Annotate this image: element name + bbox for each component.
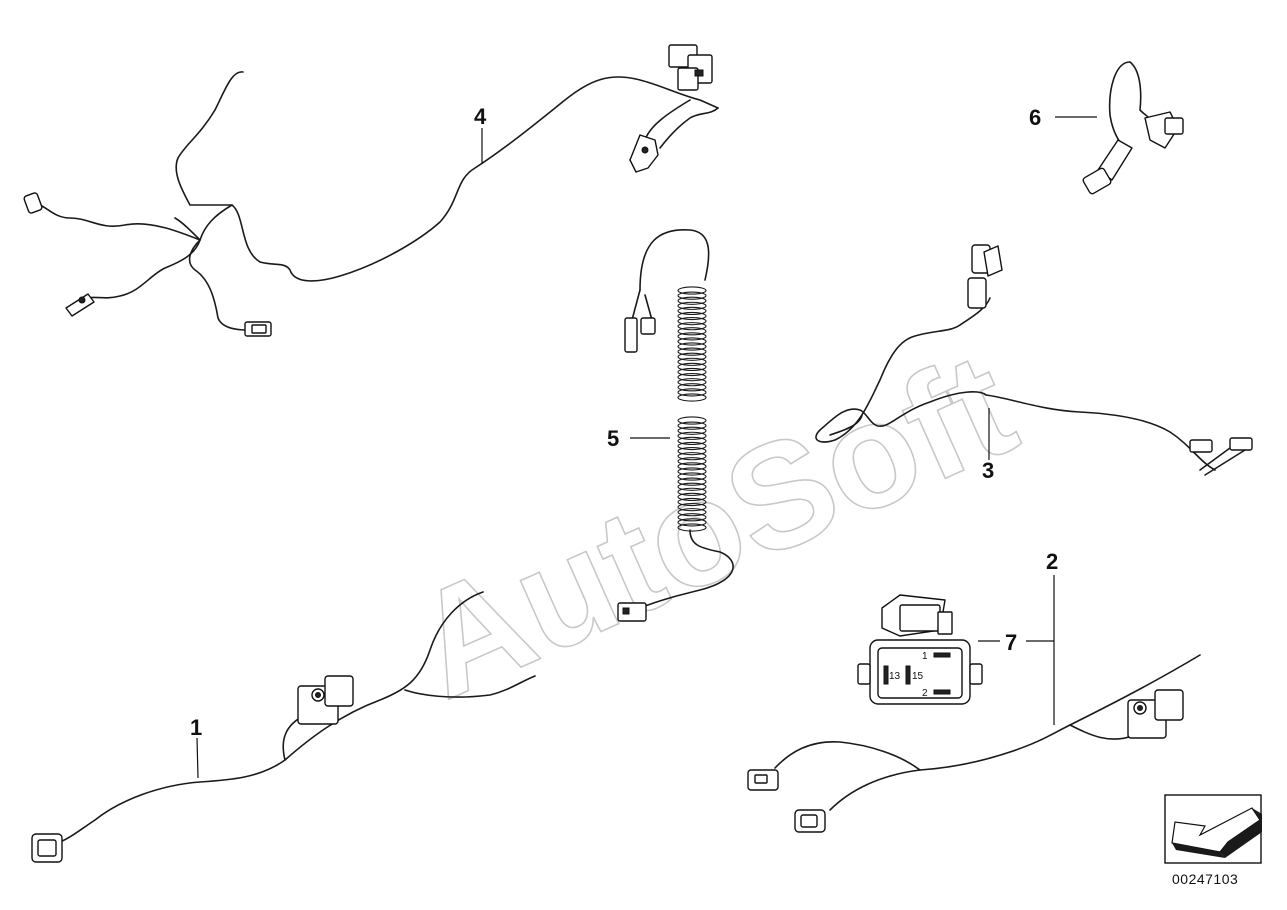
leader-1 [196, 737, 199, 779]
coil-turn [677, 421, 707, 430]
coil-turn [677, 296, 707, 305]
diagram-reference-number: 00247103 [1172, 871, 1238, 887]
coil-turn [677, 332, 707, 341]
coil-turn [677, 393, 707, 402]
coil-turn [677, 513, 707, 522]
coil-turn [677, 291, 707, 300]
coil-turn [677, 492, 707, 502]
coil-turn [677, 362, 707, 372]
coil-turn [677, 416, 707, 425]
relay-pin-2-label: 2 [922, 688, 928, 699]
coil-turn [677, 508, 707, 517]
coil-turn [677, 352, 707, 361]
coil-cable-part-5 [617, 229, 734, 622]
coil-turn [677, 327, 707, 336]
coil-turn [677, 436, 707, 446]
coil-turn [677, 372, 707, 382]
callout-5: 5 [607, 426, 619, 451]
coil-turn [677, 388, 707, 397]
arrow-direction-icon [1164, 794, 1262, 864]
coil-turn [677, 342, 707, 351]
coil-turn [677, 301, 707, 310]
relay-pin-15-label: 15 [912, 671, 924, 682]
coil-turn [677, 286, 707, 295]
coil-turn [677, 322, 707, 331]
coil-turn [677, 383, 707, 392]
callout-7: 7 [1005, 630, 1017, 655]
coil-turn [677, 502, 707, 512]
coil-turn [677, 518, 707, 527]
coil-turn [677, 441, 707, 451]
coil-turn [677, 472, 707, 481]
coil-turn [677, 316, 707, 326]
relay-pin-13-label: 13 [889, 671, 901, 682]
harness-part-4 [23, 44, 719, 337]
coil-turn [677, 487, 707, 496]
coil-turn [677, 477, 707, 486]
callout-2: 2 [1046, 549, 1058, 574]
coil-turn [677, 347, 707, 356]
callout-3: 3 [982, 458, 994, 483]
coil-turn [677, 337, 707, 346]
callout-1: 1 [190, 715, 202, 740]
coil-turn [677, 357, 707, 366]
coil-turn [677, 431, 707, 440]
callout-4: 4 [474, 104, 487, 129]
relay-pin-1-label: 1 [922, 651, 928, 662]
coil-turn [677, 452, 707, 461]
coil-turn [677, 306, 707, 316]
relay-part-7: 1 13 15 2 [857, 594, 983, 705]
coil-turn [677, 311, 707, 321]
coil-turn [677, 378, 707, 387]
coil-turn [677, 426, 707, 435]
coil-turn [677, 523, 707, 532]
coil-turn [677, 467, 707, 476]
harness-part-2 [747, 654, 1201, 833]
coil-turn [677, 482, 707, 491]
coil-turn [677, 462, 707, 471]
coil-turn [677, 446, 707, 456]
harness-part-1 [31, 591, 536, 863]
coil-turn [677, 497, 707, 507]
callout-6: 6 [1029, 105, 1041, 130]
harness-part-6 [1082, 61, 1184, 195]
harness-part-3 [815, 244, 1253, 476]
coil-turn [677, 367, 707, 377]
coil-turn [677, 457, 707, 466]
